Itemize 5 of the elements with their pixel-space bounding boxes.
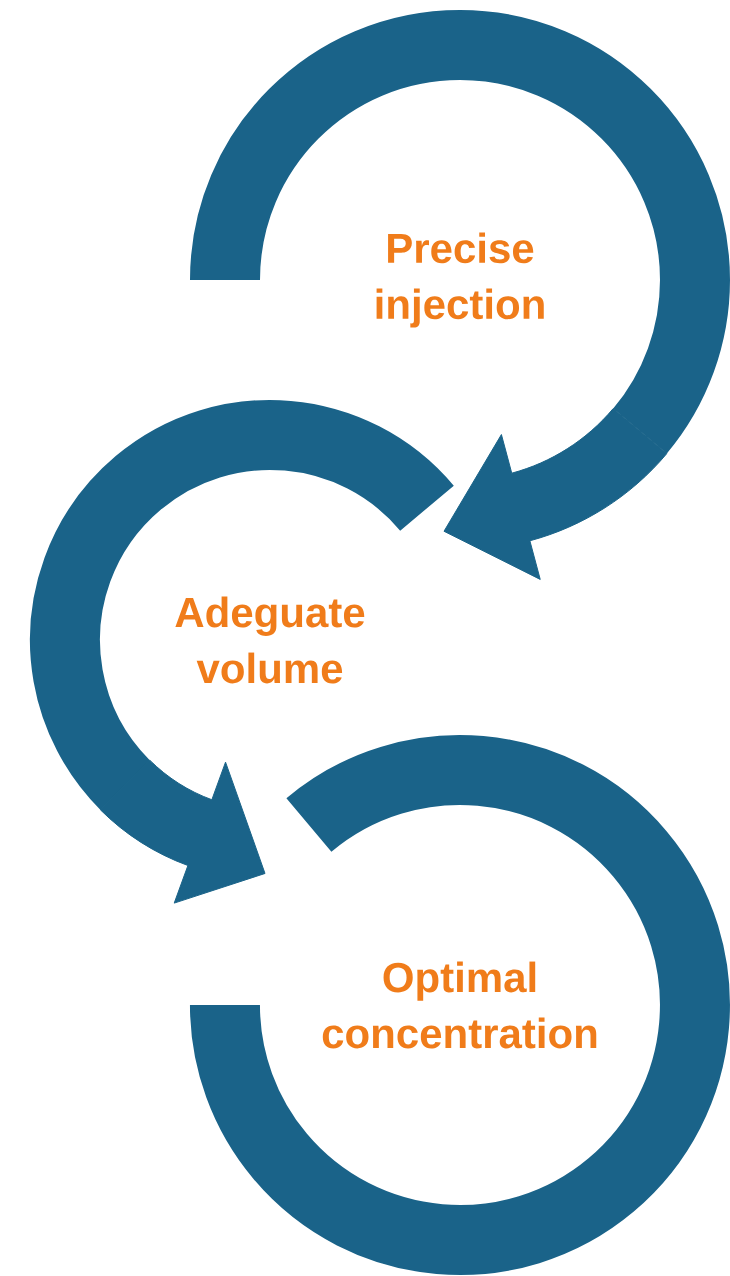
ring-label: Optimal concentration <box>189 735 730 1275</box>
curved-arrow <box>99 759 266 904</box>
curved-arrow <box>443 408 668 580</box>
ring-label: Precise injection <box>190 10 730 453</box>
ring-label: Adeguate volume <box>30 400 453 809</box>
